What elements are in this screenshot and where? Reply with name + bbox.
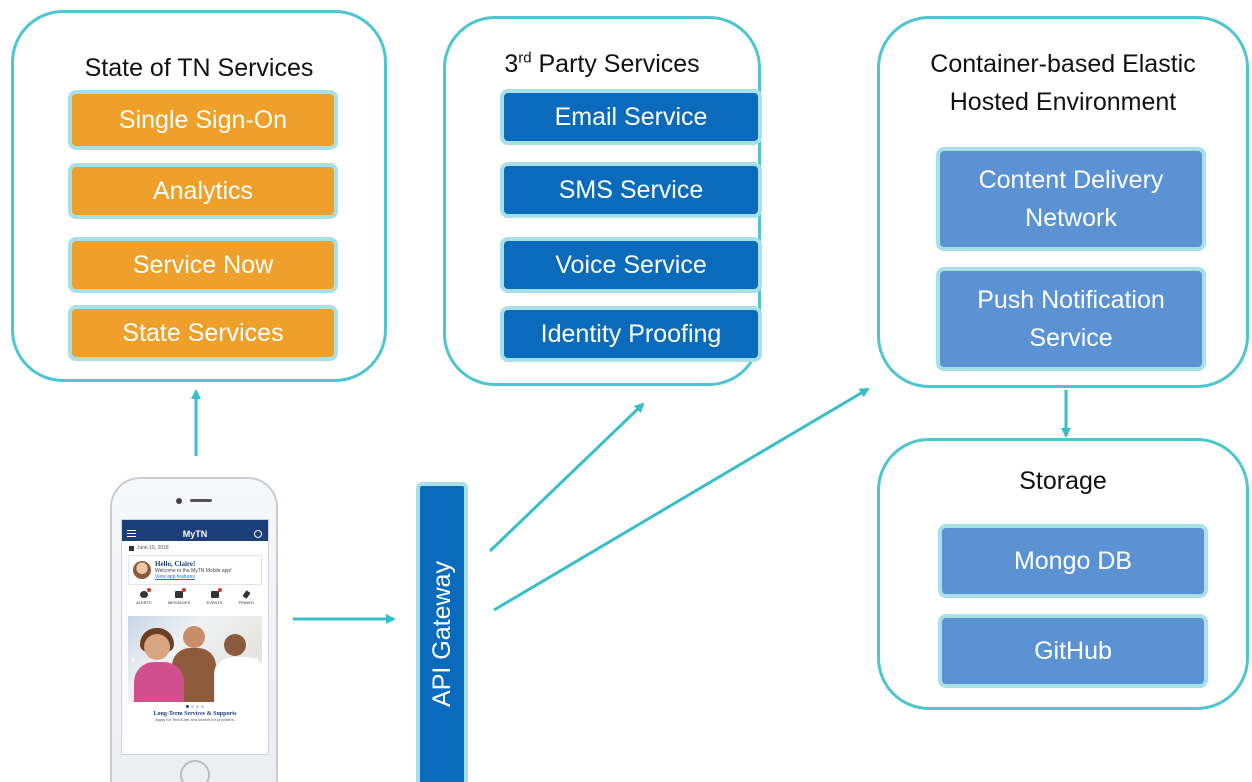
box-sms-service: SMS Service <box>500 162 762 218</box>
box-content-delivery-network: Content Delivery Network <box>936 147 1206 251</box>
app-card-title: Long-Term Services & Supports <box>153 711 237 717</box>
message-icon <box>175 588 187 598</box>
group-title-state-of-tn: State of TN Services <box>84 54 314 82</box>
tab-alerts: ALERTS <box>136 588 152 613</box>
welcome-message: Welcome to the MyTN Mobile app! <box>155 568 232 574</box>
cdn-line2: Network <box>1025 204 1117 232</box>
menu-icon <box>127 530 136 537</box>
box-push-notification-service: Push Notification Service <box>936 267 1206 371</box>
hosted-title-line2: Hosted Environment <box>949 88 1177 116</box>
carousel-prev-icon: ‹ <box>131 652 135 666</box>
hosted-title-line1: Container-based Elastic <box>930 50 1196 78</box>
group-storage: Storage Mongo DB GitHub <box>877 438 1249 710</box>
tab-pinned-label: PINNED <box>238 600 254 605</box>
app-card-subtitle: Apply for TennCare and search for provid… <box>155 717 235 722</box>
pin-icon <box>242 590 251 599</box>
box-identity-proofing: Identity Proofing <box>500 306 762 362</box>
title-third-main: 3 <box>504 50 519 78</box>
welcome-link: View app features <box>155 574 195 580</box>
phone-mockup: MyTN June 16, 2018 Hello, Claire! Welcom… <box>110 477 278 782</box>
app-date: June 16, 2018 <box>137 545 169 551</box>
search-icon <box>254 530 262 538</box>
tab-alerts-label: ALERTS <box>136 600 152 605</box>
phone-camera-icon <box>176 498 182 504</box>
api-gateway-box: API Gateway <box>416 482 468 782</box>
api-gateway-label: API Gateway <box>428 561 456 707</box>
welcome-text: Hello, Claire! Welcome to the MyTN Mobil… <box>155 560 232 580</box>
phone-status-bar <box>122 520 268 527</box>
group-third-party-services: 3rd Party Services Email Service SMS Ser… <box>443 16 762 386</box>
carousel-dots <box>122 702 268 708</box>
box-email-service: Email Service <box>500 89 762 145</box>
box-service-now: Service Now <box>68 237 338 293</box>
event-icon <box>210 588 222 598</box>
tab-events-label: EVENTS <box>206 600 223 605</box>
arrow-gateway-to-third-party <box>488 402 645 553</box>
group-state-of-tn-services: State of TN Services Single Sign-On Anal… <box>11 10 387 382</box>
tab-pinned: PINNED <box>238 590 254 613</box>
phone-screen: MyTN June 16, 2018 Hello, Claire! Welcom… <box>121 519 269 755</box>
app-date-row: June 16, 2018 <box>122 541 268 553</box>
app-header: MyTN <box>122 527 268 541</box>
title-third-sup: rd <box>518 49 532 67</box>
push-line1: Push Notification <box>977 286 1165 314</box>
push-line2: Service <box>1029 324 1113 352</box>
tab-events: EVENTS <box>206 588 223 613</box>
group-title-storage: Storage <box>1019 467 1107 495</box>
group-title-third-party: 3rd Party Services <box>446 45 758 83</box>
group-hosted-environment: Container-based Elastic Hosted Environme… <box>877 16 1249 388</box>
phone-speaker-icon <box>190 499 212 502</box>
app-carousel-photo: ‹ › <box>128 616 262 702</box>
app-title: MyTN <box>182 529 208 539</box>
title-third-rest: Party Services <box>531 50 700 78</box>
box-state-services: State Services <box>68 305 338 361</box>
box-voice-service: Voice Service <box>500 237 762 293</box>
box-analytics: Analytics <box>68 163 338 219</box>
group-title-hosted: Container-based Elastic Hosted Environme… <box>880 45 1246 121</box>
welcome-greeting: Hello, Claire! <box>155 560 196 568</box>
avatar <box>133 561 151 579</box>
box-github: GitHub <box>938 614 1208 688</box>
box-single-sign-on: Single Sign-On <box>68 90 338 150</box>
welcome-card: Hello, Claire! Welcome to the MyTN Mobil… <box>128 555 262 585</box>
phone-home-button <box>180 760 210 782</box>
tab-messages-label: MESSAGES <box>167 600 191 605</box>
app-tabs: ALERTS MESSAGES EVENTS PINNED <box>122 587 268 613</box>
calendar-icon <box>129 545 134 551</box>
arrow-gateway-to-hosted <box>493 387 870 612</box>
box-mongo-db: Mongo DB <box>938 524 1208 598</box>
carousel-next-icon: › <box>255 652 259 666</box>
tab-messages: MESSAGES <box>167 588 191 613</box>
cdn-line1: Content Delivery <box>978 166 1164 194</box>
alert-icon <box>139 588 151 598</box>
